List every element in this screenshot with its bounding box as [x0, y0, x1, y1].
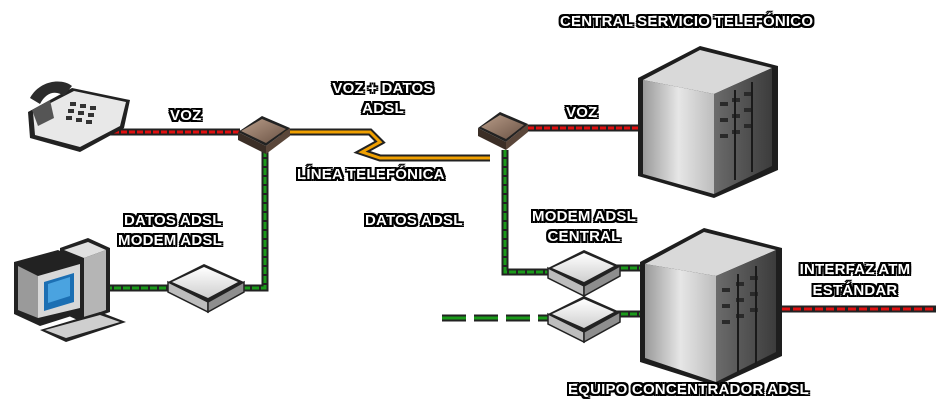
- label-equipo-concentrador-adsl: EQUIPO CONCENTRADOR ADSL: [568, 381, 809, 398]
- label-voz-right: VOZ: [566, 104, 597, 121]
- splitter-left-icon: [238, 116, 290, 154]
- phone-line-combined: [280, 132, 490, 158]
- adsl-modem-user-icon: [168, 264, 244, 312]
- label-modem-adsl-central-line2: CENTRAL: [524, 228, 644, 245]
- telephone-icon: [28, 82, 130, 152]
- label-datos-adsl-right: DATOS ADSL: [365, 212, 463, 229]
- label-datos-adsl-left: DATOS ADSL: [124, 212, 222, 229]
- central-modem-1-icon: [548, 250, 620, 296]
- computer-icon: [14, 238, 126, 342]
- central-modem-2-icon: [548, 296, 620, 342]
- telephone-exchange-server-icon: [638, 46, 778, 198]
- label-interfaz-atm-line1: INTERFAZ ATM: [790, 261, 920, 278]
- label-modem-adsl-left: MODEM ADSL: [118, 232, 222, 249]
- label-voz-datos-line1: VOZ + DATOS: [318, 80, 448, 97]
- label-interfaz-atm-line2: ESTÁNDAR: [790, 282, 920, 299]
- phone-line-shadow: [280, 132, 490, 158]
- label-central-servicio-telefonico: CENTRAL SERVICIO TELEFÓNICO: [560, 13, 813, 30]
- adsl-concentrator-server-icon: [640, 228, 782, 386]
- data-line-left: [238, 150, 265, 288]
- label-voz-left: VOZ: [170, 107, 201, 124]
- data-line-left-shadow: [238, 150, 265, 288]
- splitter-right-icon: [478, 112, 528, 150]
- label-linea-telefonica: LÍNEA TELEFÓNICA: [297, 166, 445, 183]
- label-modem-adsl-central-line1: MODEM ADSL: [524, 208, 644, 225]
- label-voz-datos-line2: ADSL: [318, 100, 448, 117]
